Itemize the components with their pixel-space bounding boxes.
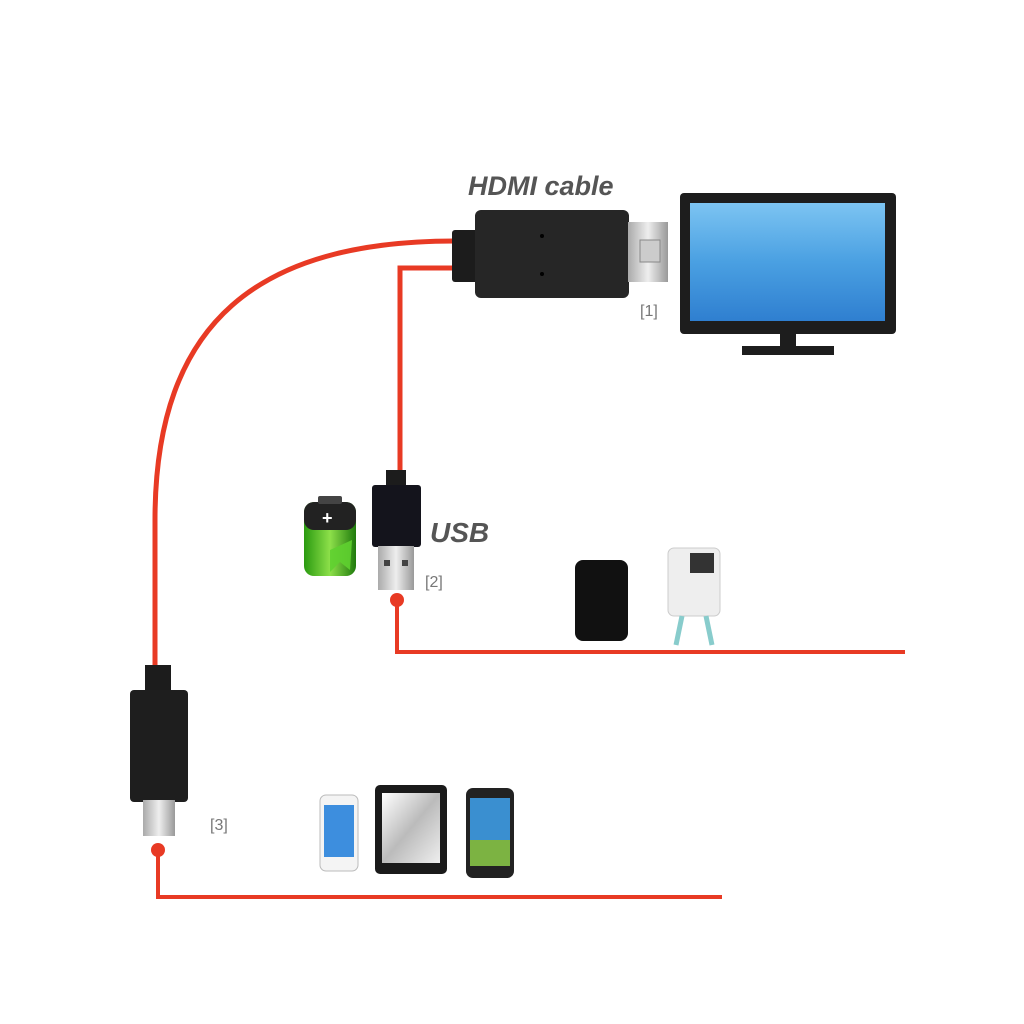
usb-device-line [395,600,905,654]
hdmi-cable-label: HDMI cable [468,171,614,201]
battery-charging-icon: + [304,496,356,576]
micro-device-line [156,850,722,899]
svg-text:+: + [322,508,333,528]
usb-line-dot [390,593,404,607]
usb-branch-cable [397,265,455,472]
wall-charger-icon [667,547,721,646]
micro-line-dot [151,843,165,857]
micro-usb-connector [130,665,188,836]
red-cables [152,238,905,899]
port-2-label: [2] [425,574,443,591]
tablet-icon [375,785,447,874]
port-1-label: [1] [640,303,658,320]
power-bank-icon [575,560,628,641]
usb-connector [372,470,421,590]
white-smartphone-icon [319,794,359,872]
tv-monitor-icon [680,193,896,355]
hdmi-connector [452,210,668,298]
usb-label: USB [430,517,489,548]
dark-smartphone-icon [466,788,514,878]
main-cable [152,238,456,668]
port-3-label: [3] [210,817,228,834]
